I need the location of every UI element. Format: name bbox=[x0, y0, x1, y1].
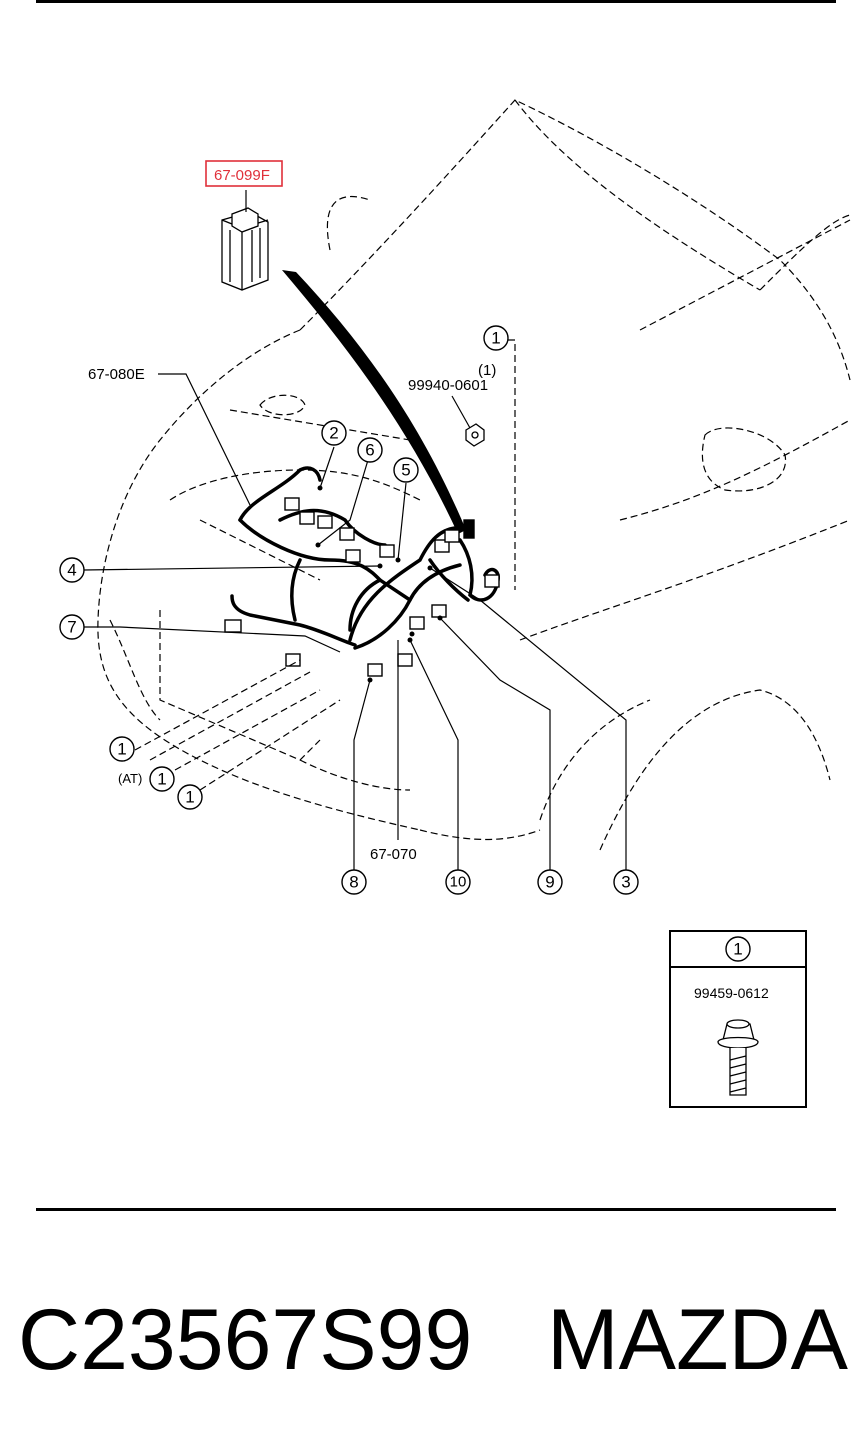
callout-4: 4 bbox=[67, 561, 76, 580]
legend-part-number: 99459-0612 bbox=[694, 985, 769, 1001]
bottom-rule bbox=[36, 1208, 836, 1211]
harness-wires bbox=[230, 466, 500, 650]
callout-5: 5 bbox=[401, 461, 410, 480]
part-67-099F-label: 67-099F bbox=[214, 167, 270, 184]
nut-icon bbox=[465, 423, 485, 447]
callout-1-left-b: 1 bbox=[185, 788, 194, 807]
leader-lines bbox=[83, 190, 627, 870]
callout-10: 10 bbox=[450, 874, 467, 891]
callout-3: 3 bbox=[621, 873, 630, 892]
car-body-outline bbox=[97, 99, 851, 851]
callout-7: 7 bbox=[67, 618, 76, 637]
top-rule bbox=[36, 0, 836, 3]
callout-9: 9 bbox=[545, 873, 554, 892]
bolt-icon bbox=[717, 1019, 759, 1096]
fuse-block-part bbox=[221, 207, 269, 291]
footer: C23567S99 MAZDA bbox=[18, 1290, 848, 1390]
diagram-code: C23567S99 bbox=[18, 1292, 473, 1388]
callout-1-top: 1 bbox=[491, 329, 500, 348]
callout-6: 6 bbox=[365, 441, 374, 460]
part-99940-0601-label: 99940-0601 bbox=[408, 377, 488, 394]
part-nut-qty-label: (1) bbox=[478, 362, 496, 379]
callout-numbers: 1 2 6 5 4 7 1 1 1 8 10 9 3 bbox=[67, 329, 630, 892]
part-67-070-label: 67-070 bbox=[370, 846, 417, 863]
callout-1-left-at: 1 bbox=[157, 770, 166, 789]
bolt-legend-box: 1 99459-0612 bbox=[669, 930, 807, 1108]
callout-1-left-a: 1 bbox=[117, 740, 126, 759]
callout-8: 8 bbox=[349, 873, 358, 892]
connectors bbox=[224, 497, 500, 677]
at-note-label: (AT) bbox=[118, 771, 142, 786]
part-67-080E-label: 67-080E bbox=[88, 366, 145, 383]
brand-name: MAZDA bbox=[547, 1292, 848, 1388]
highlight-box bbox=[205, 160, 283, 187]
hood-prop-rod bbox=[282, 270, 466, 534]
callout-2: 2 bbox=[329, 424, 338, 443]
wiring-harness-diagram: 67-099F 67-080E (1) 99940-0601 67-070 (A… bbox=[59, 99, 851, 1108]
callout-circles bbox=[59, 325, 639, 895]
legend-index: 1 bbox=[733, 940, 742, 959]
leader-dots bbox=[315, 485, 443, 683]
